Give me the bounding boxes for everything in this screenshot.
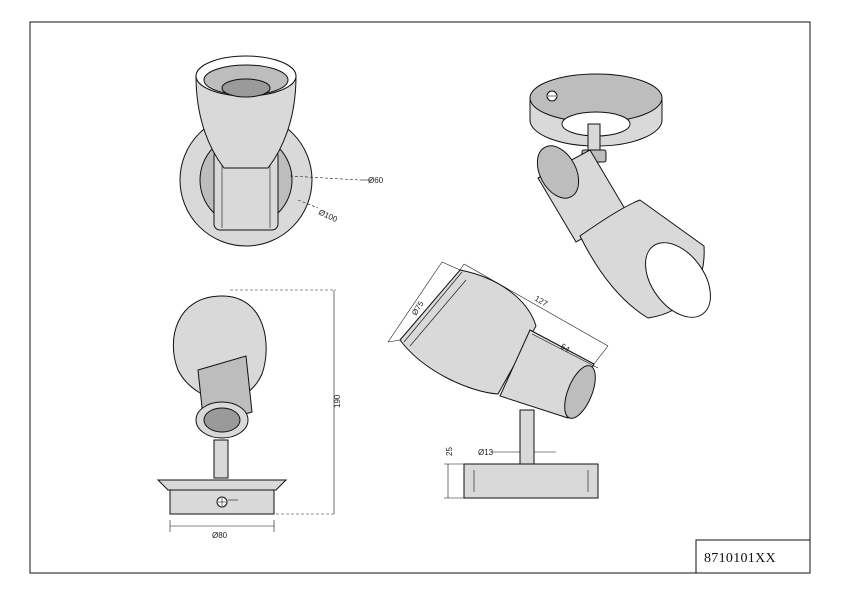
article-number: 8710101XX <box>704 551 776 566</box>
iso-view <box>529 73 711 319</box>
side-dim-base-width: Ø80 <box>212 531 228 540</box>
detail-dim-stem-diameter: Ø13 <box>478 448 494 457</box>
front-view: Ø60 Ø100 <box>179 55 384 247</box>
front-dim-shade-diameter: Ø60 <box>368 176 384 185</box>
title-block: 8710101XX <box>695 539 811 574</box>
detail-dim-base-height: 25 <box>445 447 454 456</box>
side-view: 190 Ø80 <box>156 289 342 540</box>
detail-dim-length: 127 <box>533 294 550 309</box>
detail-view: Ø75 127 54 Ø13 25 <box>387 261 609 499</box>
drawing-frame <box>29 21 811 574</box>
front-dim-base-diameter: Ø100 <box>317 208 339 225</box>
side-dim-height: 190 <box>333 394 342 408</box>
